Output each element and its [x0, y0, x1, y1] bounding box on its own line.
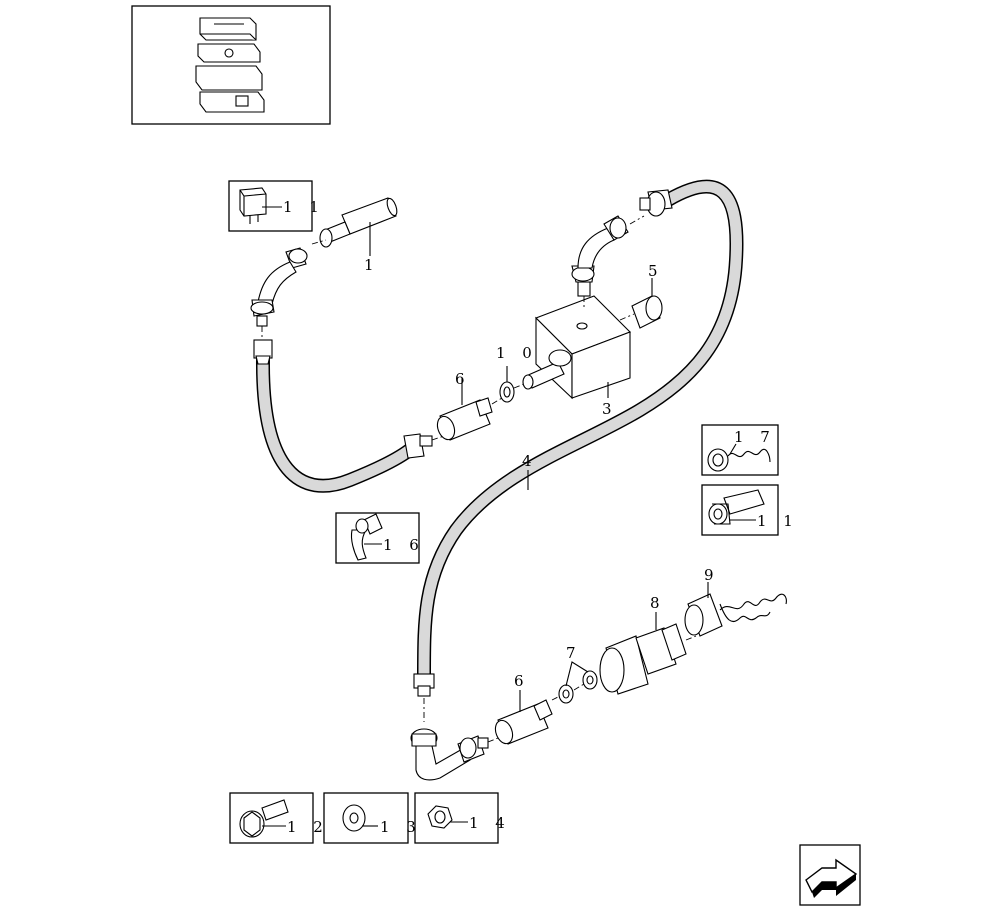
- part-6-upper-coupler: [436, 378, 493, 441]
- washer-icon: [342, 804, 366, 832]
- callout-13: 1 3: [380, 818, 422, 836]
- part-4-long-hose: [413, 179, 744, 697]
- callout-8: 8: [650, 594, 666, 612]
- assembly-thumbnail[interactable]: [131, 5, 331, 125]
- part-13-box[interactable]: 1 3: [323, 792, 422, 844]
- part-7-washers: [558, 661, 598, 704]
- bolt-icon: [239, 799, 289, 838]
- callout-14: 1 4: [469, 814, 511, 832]
- part-15-box[interactable]: 1 1: [228, 180, 325, 232]
- left-elbow-fitting: [250, 247, 308, 327]
- part-11-box[interactable]: 1 1: [701, 484, 799, 536]
- part-16-box[interactable]: 1 6: [335, 512, 425, 564]
- next-page-button[interactable]: [799, 844, 861, 906]
- part-12-box[interactable]: 1 2: [229, 792, 329, 844]
- callout-15: 1 1: [283, 198, 325, 216]
- callout-11: 1 1: [757, 512, 799, 530]
- callout-12: 1 2: [287, 818, 329, 836]
- lower-elbow: [410, 728, 489, 781]
- part-14-box[interactable]: 1 4: [414, 792, 511, 844]
- callout-3: 3: [602, 400, 618, 418]
- part-8-quick-coupler: [599, 612, 687, 695]
- part-3-valve-block: [522, 295, 631, 400]
- part-6-lower-coupler: [494, 690, 553, 745]
- part-10-washer: [499, 366, 515, 403]
- part-9-dust-cap: [684, 582, 787, 637]
- callout-10: 1 0: [496, 344, 538, 362]
- hex-nut-icon: [427, 805, 453, 829]
- part-17-box[interactable]: 1 7: [701, 424, 779, 476]
- callout-5: 5: [648, 262, 664, 280]
- part-5-plug: [631, 278, 663, 329]
- hex-fitting-icon: [708, 489, 765, 525]
- left-hose: [253, 339, 433, 493]
- part-1-fitting: [319, 197, 398, 256]
- next-page-arrow-icon: [805, 858, 858, 898]
- callout-16: 1 6: [383, 536, 425, 554]
- callout-6-lower: 6: [514, 672, 530, 690]
- callout-7: 7: [566, 644, 582, 662]
- callout-17: 1 7: [734, 428, 776, 446]
- callout-9: 9: [704, 566, 720, 584]
- assembly-thumbnail-icon: [195, 17, 265, 113]
- elbow-fitting-icon: [350, 513, 383, 561]
- callout-1: 1: [364, 256, 380, 274]
- callout-6-upper: 6: [455, 370, 471, 388]
- dust-cap-with-chain-icon: [707, 448, 771, 472]
- callout-4: 4: [522, 452, 538, 470]
- relay-icon: [239, 187, 267, 224]
- right-upper-elbow: [571, 215, 629, 297]
